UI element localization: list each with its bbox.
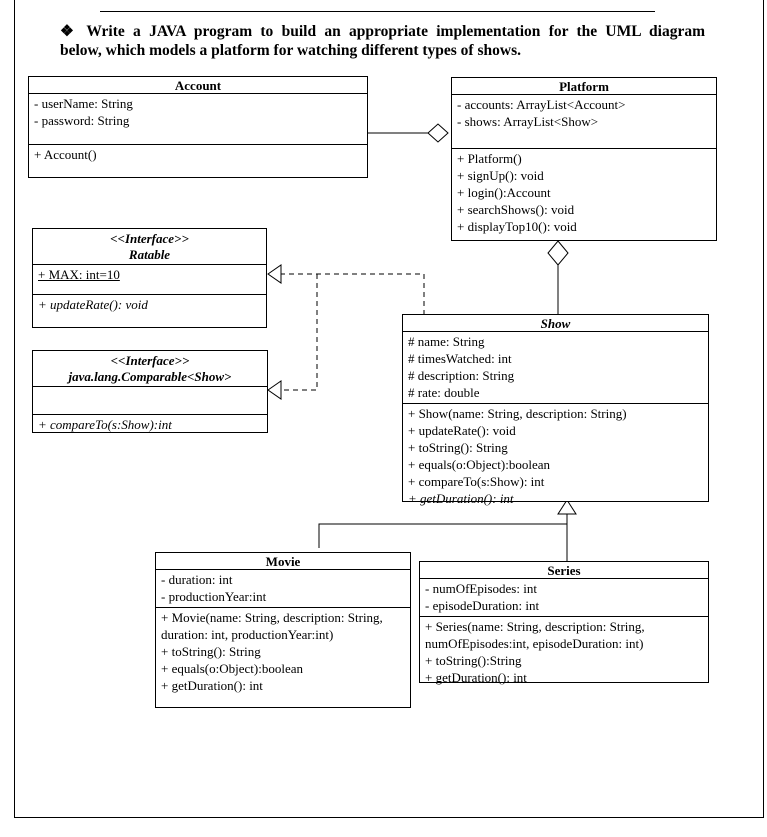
method: + searchShows(): void [457,202,575,217]
movie-class-name: Movie [156,553,410,570]
top-rule [100,11,655,12]
ratable-interface: <<Interface>> Ratable + MAX: int=10 + up… [32,228,267,328]
method: + getDuration(): int [408,491,514,506]
question-heading: ❖ Write a JAVA program to build an appro… [60,22,705,60]
stereotype-label: <<Interface>> [110,231,189,246]
series-class: Series - numOfEpisodes: int - episodeDur… [419,561,709,685]
platform-class: Platform - accounts: ArrayList<Account> … [451,77,717,241]
method: + getDuration(): int [161,678,263,693]
method: + Platform() [457,151,522,166]
method: + toString(): String [408,440,508,455]
comparable-realization-arrow [267,380,282,400]
method: + toString():String [425,653,522,668]
method: + equals(o:Object):boolean [161,661,303,676]
ratable-methods: + updateRate(): void [33,295,266,315]
comparable-methods: + compareTo(s:Show):int [33,415,267,435]
method: + displayTop10(): void [457,219,577,234]
ratable-realization-line [281,273,425,315]
method: + signUp(): void [457,168,544,183]
platform-attributes: - accounts: ArrayList<Account> - shows: … [452,95,716,149]
comparable-interface: <<Interface>> java.lang.Comparable<Show>… [32,350,268,433]
series-attributes: - numOfEpisodes: int - episodeDuration: … [420,579,708,617]
stereotype-label: <<Interface>> [110,353,190,368]
show-aggregation-diamond [547,240,569,266]
account-attributes: - userName: String - password: String [29,94,367,145]
method: + Movie(name: String, description: Strin… [161,610,383,642]
movie-class: Movie - duration: int - productionYear:i… [155,552,411,708]
comparable-header: <<Interface>> java.lang.Comparable<Show> [33,351,267,387]
account-class-name: Account [29,77,367,94]
attribute: - productionYear:int [161,589,267,604]
method: + Account() [34,147,97,162]
attribute: - shows: ArrayList<Show> [457,114,599,129]
account-class: Account - userName: String - password: S… [28,76,368,178]
attribute: - password: String [34,113,130,128]
method: + toString(): String [161,644,261,659]
platform-class-name: Platform [452,78,716,95]
method: + compareTo(s:Show): int [408,474,545,489]
method: + login():Account [457,185,551,200]
attribute: # rate: double [408,385,480,400]
heading-line-2: below, which models a platform for watch… [60,42,521,59]
method: + Series(name: String, description: Stri… [425,619,645,651]
account-aggregation-diamond [427,123,449,143]
show-attributes: # name: String # timesWatched: int # des… [403,332,708,404]
attribute: - numOfEpisodes: int [425,581,537,596]
interface-name: java.lang.Comparable<Show> [68,369,232,384]
attribute: + MAX: int=10 [38,267,120,282]
attribute: # description: String [408,368,515,383]
ratable-realization-arrow [267,264,282,284]
comparable-attributes [33,387,267,415]
interface-name: Ratable [128,247,171,262]
ratable-attributes: + MAX: int=10 [33,265,266,295]
attribute: # timesWatched: int [408,351,512,366]
comparable-realization-line [281,274,318,391]
bullet-icon: ❖ [60,23,79,40]
movie-methods: + Movie(name: String, description: Strin… [156,608,410,696]
method: + getDuration(): int [425,670,527,685]
attribute: - duration: int [161,572,233,587]
movie-attributes: - duration: int - productionYear:int [156,570,410,608]
show-class-name: Show [403,315,708,332]
show-class: Show # name: String # timesWatched: int … [402,314,709,506]
series-class-name: Series [420,562,708,579]
method: + compareTo(s:Show):int [38,417,172,432]
ratable-header: <<Interface>> Ratable [33,229,266,265]
account-methods: + Account() [29,145,367,165]
attribute: - episodeDuration: int [425,598,540,613]
movie-inheritance-line [318,523,567,548]
attribute: # name: String [408,334,485,349]
method: + updateRate(): void [408,423,516,438]
series-methods: + Series(name: String, description: Stri… [420,617,708,688]
platform-methods: + Platform() + signUp(): void + login():… [452,149,716,237]
show-methods: + Show(name: String, description: String… [403,404,708,509]
attribute: - accounts: ArrayList<Account> [457,97,626,112]
heading-line-1: Write a JAVA program to build an appropr… [86,23,705,40]
method: + Show(name: String, description: String… [408,406,627,421]
method: + equals(o:Object):boolean [408,457,550,472]
method: + updateRate(): void [38,297,148,312]
attribute: - userName: String [34,96,133,111]
page-frame [14,0,764,818]
